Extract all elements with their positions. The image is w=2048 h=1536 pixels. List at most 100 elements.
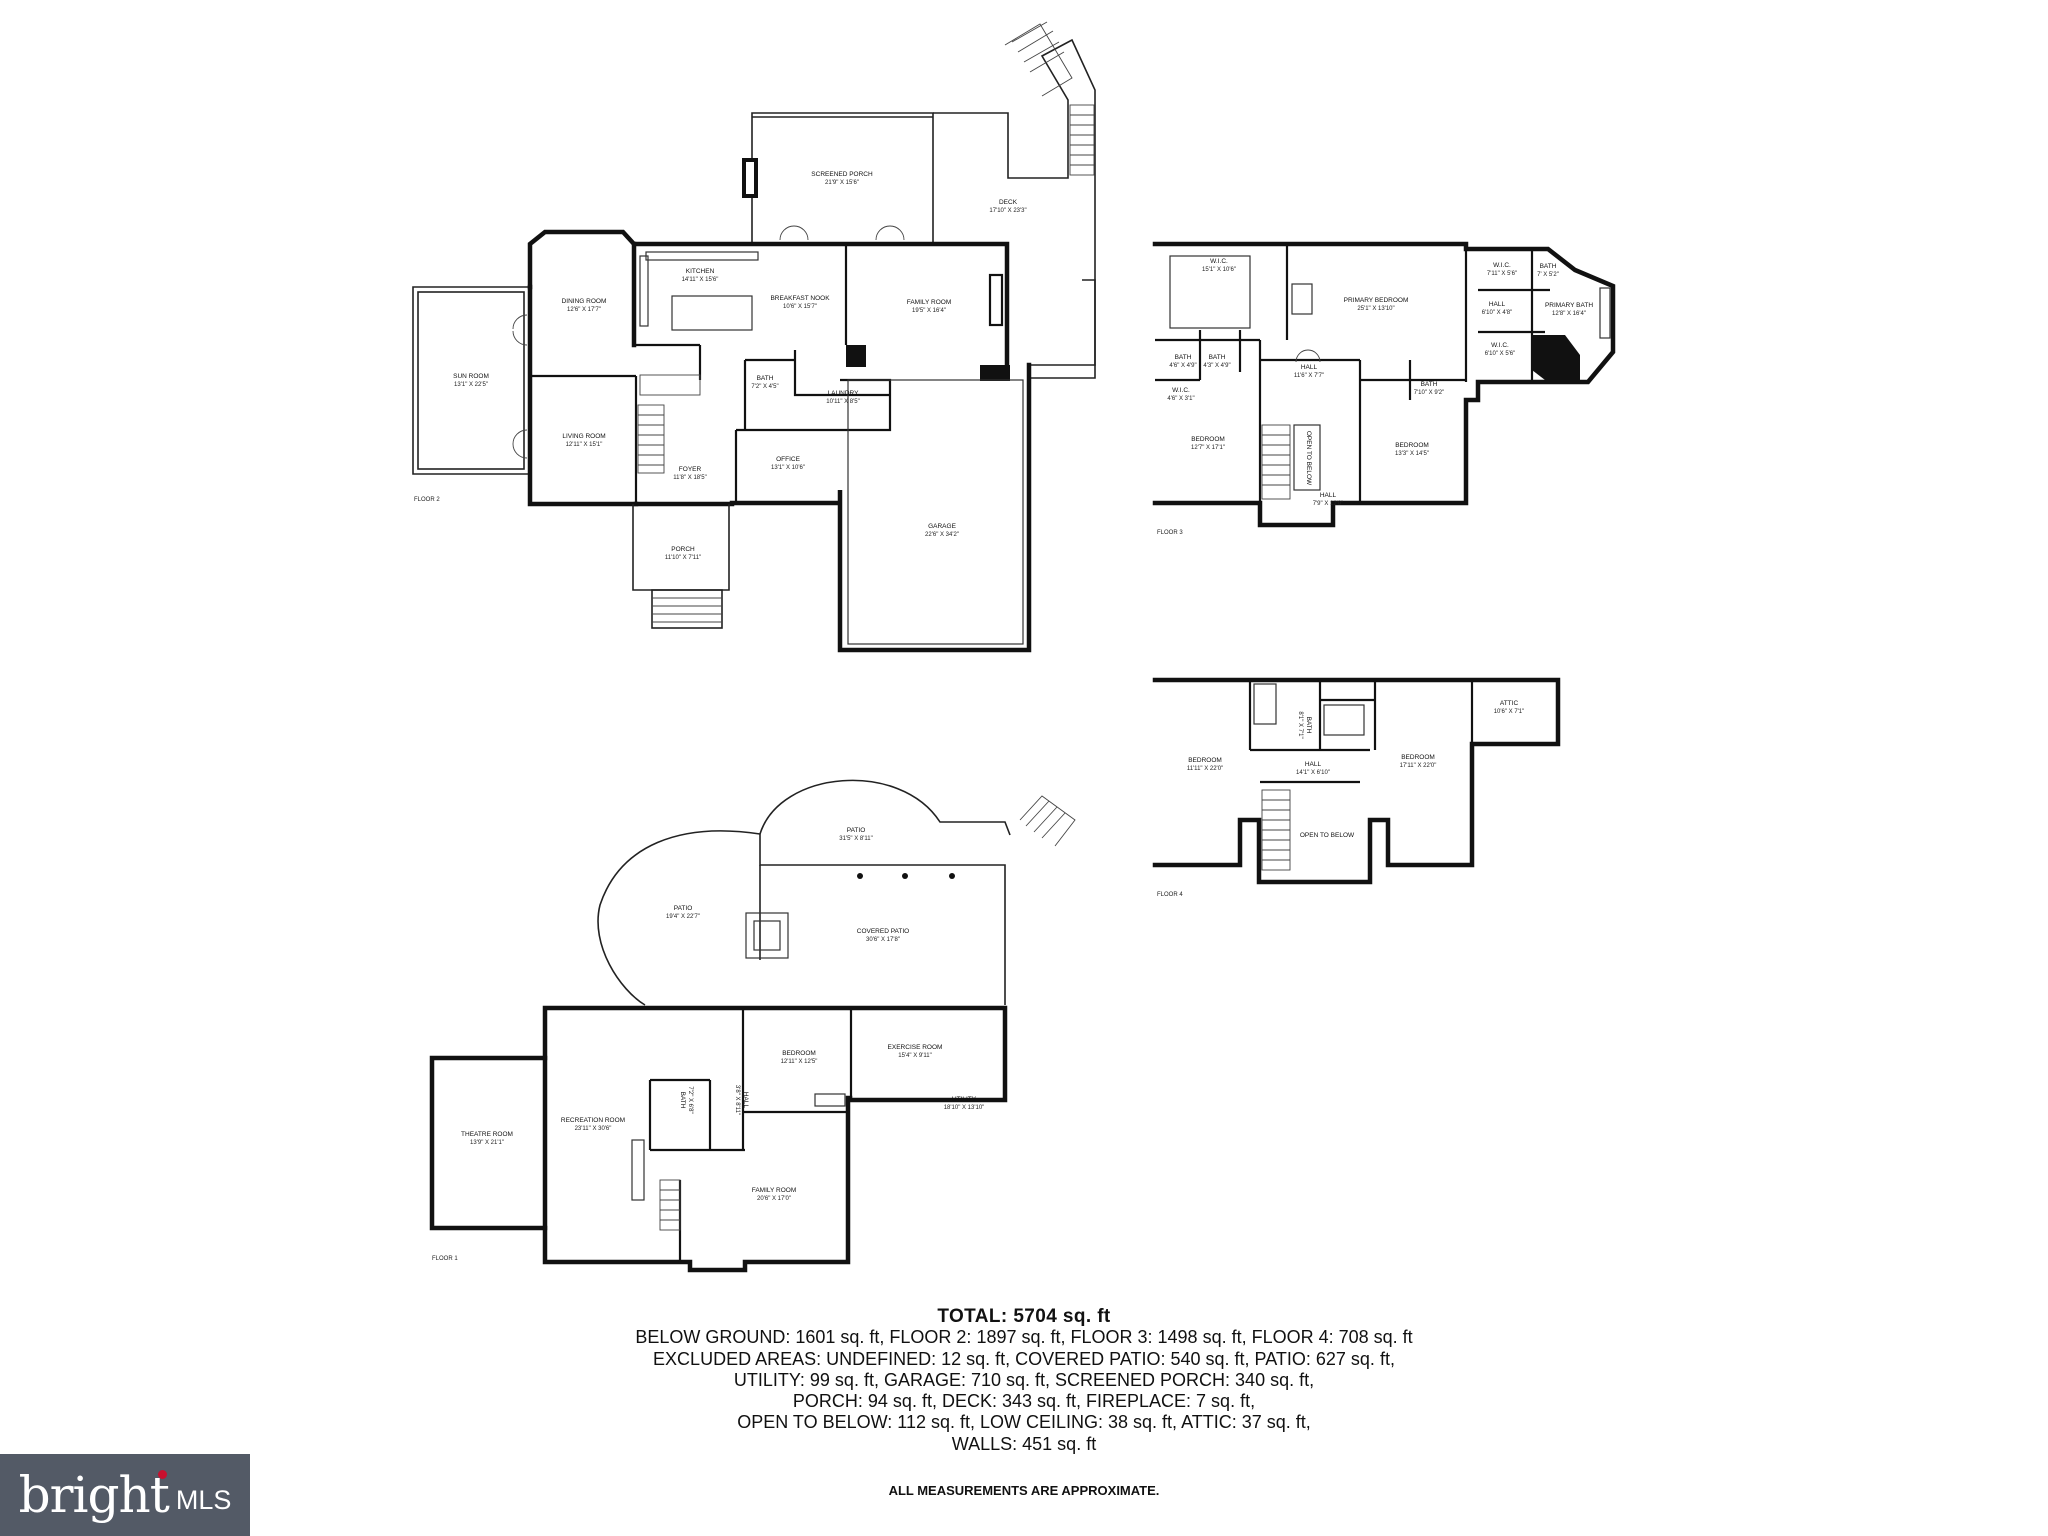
room-label: FAMILY ROOM bbox=[752, 1187, 797, 1194]
room-dims: 13'1" X 22'5" bbox=[454, 382, 488, 388]
room-dims: 12'6" X 17'7" bbox=[567, 307, 601, 313]
room-dims: 6'10" X 5'6" bbox=[1485, 351, 1516, 357]
room-dims: 7'9" X 12'0" bbox=[1313, 501, 1344, 507]
room-dims: 17'10" X 23'3" bbox=[989, 208, 1026, 214]
room-label: BEDROOM bbox=[1401, 754, 1435, 761]
room-dims: 17'11" X 22'0" bbox=[1400, 763, 1437, 769]
room-label: KITCHEN bbox=[686, 268, 715, 275]
room-dims: 10'6" X 7'1" bbox=[1494, 709, 1525, 715]
room-dims: 12'8" X 16'4" bbox=[1552, 311, 1586, 317]
room-dims: 21'9" X 15'6" bbox=[825, 180, 859, 186]
floor-3-plan: W.I.C. 15'1" X 10'6" PRIMARY BEDROOM 25'… bbox=[1152, 241, 1616, 536]
room-dims: 10'11" X 8'5" bbox=[826, 399, 859, 405]
room-label: HALL bbox=[1305, 761, 1322, 768]
summary-line: UTILITY: 99 sq. ft, GARAGE: 710 sq. ft, … bbox=[733, 1369, 1315, 1390]
room-label: COVERED PATIO bbox=[857, 928, 910, 935]
room-label: PORCH bbox=[671, 546, 695, 553]
room-label: PATIO bbox=[674, 905, 693, 912]
room-label: BATH bbox=[1305, 717, 1312, 734]
room-dims: 11'11" X 22'0" bbox=[1187, 766, 1223, 772]
room-dims: 15'4" X 9'11" bbox=[898, 1053, 931, 1059]
room-label: BATH bbox=[1175, 354, 1192, 361]
room-label: BEDROOM bbox=[1188, 757, 1222, 764]
room-dims: 20'6" X 17'0" bbox=[757, 1196, 791, 1202]
room-dims: 7'2" X 4'5" bbox=[751, 384, 778, 390]
room-dims: 4'3" X 4'9" bbox=[1203, 363, 1230, 369]
measurement-note: ALL MEASUREMENTS ARE APPROXIMATE. bbox=[888, 1483, 1160, 1498]
room-label: DINING ROOM bbox=[562, 298, 607, 305]
room-label: BATH bbox=[1209, 354, 1226, 361]
room-dims: 19'4" X 22'7" bbox=[666, 914, 700, 920]
room-dims: 10'6" X 15'7" bbox=[783, 304, 817, 310]
room-dims: 15'1" X 10'6" bbox=[1202, 267, 1236, 273]
room-dims: 14'1" X 6'10" bbox=[1296, 770, 1330, 776]
room-dims: 4'6" X 4'9" bbox=[1169, 363, 1196, 369]
room-dims: 3'8" X 8'11" bbox=[734, 1085, 740, 1115]
room-label: FOYER bbox=[679, 466, 702, 473]
floor-1-plan: PATIO 31'5" X 8'11" PATIO 19'4" X 22'7" … bbox=[429, 779, 1076, 1273]
room-dims: 12'11" X 12'5" bbox=[781, 1059, 818, 1065]
room-dims: 7' X 5'2" bbox=[1537, 272, 1559, 278]
room-label: BATH bbox=[757, 375, 774, 382]
room-label: HALL bbox=[1301, 364, 1318, 371]
floor-label: FLOOR 3 bbox=[1157, 530, 1183, 536]
room-dims: 12'7" X 17'1" bbox=[1191, 445, 1225, 451]
room-label: BATH bbox=[1540, 263, 1557, 270]
room-dims: 19'5" X 16'4" bbox=[912, 308, 946, 314]
room-dims: 7'11" X 5'6" bbox=[1487, 271, 1517, 277]
room-dims: 22'6" X 34'2" bbox=[925, 532, 959, 538]
room-label: BEDROOM bbox=[1395, 442, 1429, 449]
room-dims: 6'10" X 4'8" bbox=[1482, 310, 1513, 316]
room-label: W.I.C. bbox=[1491, 342, 1509, 349]
room-dims: 25'1" X 13'10" bbox=[1357, 306, 1394, 312]
room-label: UTILITY bbox=[952, 1096, 977, 1103]
room-label: ATTIC bbox=[1500, 700, 1519, 707]
floor-label: FLOOR 2 bbox=[414, 497, 440, 503]
room-dims: 11'6" X 7'7" bbox=[1294, 373, 1324, 379]
summary-line: BELOW GROUND: 1601 sq. ft, FLOOR 2: 1897… bbox=[635, 1327, 1413, 1348]
room-label: OPEN TO BELOW bbox=[1300, 832, 1355, 839]
room-dims: 12'11" X 15'1" bbox=[566, 442, 603, 448]
room-label: BATH bbox=[679, 1092, 686, 1109]
summary-line: EXCLUDED AREAS: UNDEFINED: 12 sq. ft, CO… bbox=[653, 1348, 1395, 1369]
room-dims: 7'2" X 6'8" bbox=[687, 1086, 693, 1113]
total-area: TOTAL: 5704 sq. ft bbox=[937, 1306, 1111, 1327]
brand-suffix: MLS bbox=[175, 1484, 232, 1515]
floor-label: FLOOR 1 bbox=[432, 1256, 458, 1262]
room-dims: 11'10" X 7'11" bbox=[665, 555, 701, 561]
summary-line: OPEN TO BELOW: 112 sq. ft, LOW CEILING: … bbox=[737, 1412, 1311, 1433]
room-label: W.I.C. bbox=[1493, 262, 1511, 269]
room-label: LIVING ROOM bbox=[562, 433, 605, 440]
room-label: W.I.C. bbox=[1210, 258, 1228, 265]
room-dims: 23'11" X 30'6" bbox=[575, 1126, 612, 1132]
room-dims: 4'6" X 3'1" bbox=[1167, 396, 1194, 402]
logo-dot-icon bbox=[158, 1470, 167, 1479]
room-label: BATH bbox=[1421, 381, 1438, 388]
room-dims: 18'10" X 13'10" bbox=[944, 1105, 985, 1111]
room-label: LAUNDRY bbox=[828, 390, 860, 397]
room-label: HALL bbox=[1489, 301, 1506, 308]
room-label: FAMILY ROOM bbox=[907, 299, 952, 306]
room-dims: 31'5" X 8'11" bbox=[839, 836, 872, 842]
room-label: OPEN TO BELOW bbox=[1305, 431, 1312, 486]
summary-line: PORCH: 94 sq. ft, DECK: 343 sq. ft, FIRE… bbox=[792, 1391, 1256, 1412]
room-label: THEATRE ROOM bbox=[461, 1131, 513, 1138]
room-label: GARAGE bbox=[928, 523, 956, 530]
room-label: SCREENED PORCH bbox=[811, 171, 873, 178]
room-dims: 13'1" X 10'6" bbox=[771, 465, 805, 471]
brand-name: bright bbox=[18, 1466, 170, 1524]
floor-4-plan: BEDROOM 11'11" X 22'0" BATH 8'1" X 7'1" … bbox=[1152, 677, 1561, 898]
room-label: HALL bbox=[742, 1092, 749, 1109]
room-label: RECREATION ROOM bbox=[561, 1117, 625, 1124]
room-label: BREAKFAST NOOK bbox=[770, 295, 830, 302]
room-dims: 13'3" X 14'5" bbox=[1395, 451, 1429, 457]
room-label: DECK bbox=[999, 199, 1018, 206]
area-summary: TOTAL: 5704 sq. ft BELOW GROUND: 1601 sq… bbox=[0, 1306, 2048, 1455]
room-label: EXERCISE ROOM bbox=[888, 1044, 943, 1051]
floor-label: FLOOR 4 bbox=[1157, 892, 1183, 898]
room-dims: 8'1" X 7'1" bbox=[1297, 711, 1303, 738]
room-dims: 11'8" X 18'5" bbox=[673, 475, 706, 481]
room-label: SUN ROOM bbox=[453, 373, 489, 380]
room-label: W.I.C. bbox=[1172, 387, 1190, 394]
